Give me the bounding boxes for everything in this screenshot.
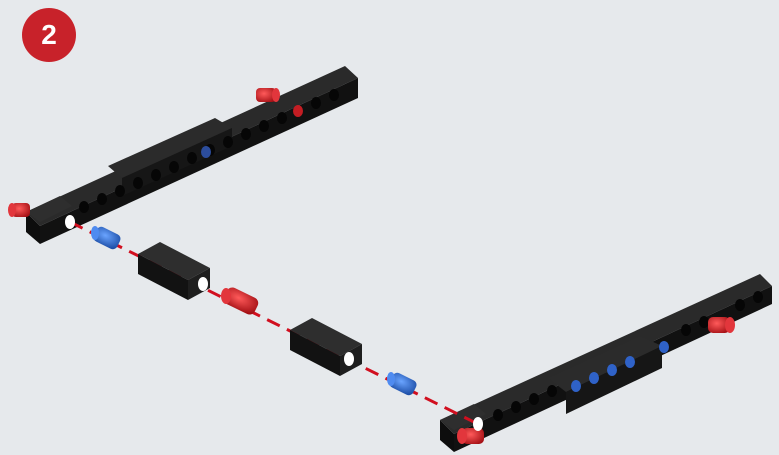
assembly-guide-line: [70, 222, 478, 424]
beam-block-1: [138, 242, 210, 300]
beam-block-2: [290, 318, 362, 376]
red-peg-upper-left-top: [256, 88, 280, 102]
beam-upper-left: [26, 66, 358, 244]
beam-lower-right: [440, 274, 772, 452]
red-peg-upper-left-end: [8, 203, 30, 217]
red-connector-middle: [221, 285, 260, 316]
red-peg-lower-right-top: [708, 317, 735, 333]
